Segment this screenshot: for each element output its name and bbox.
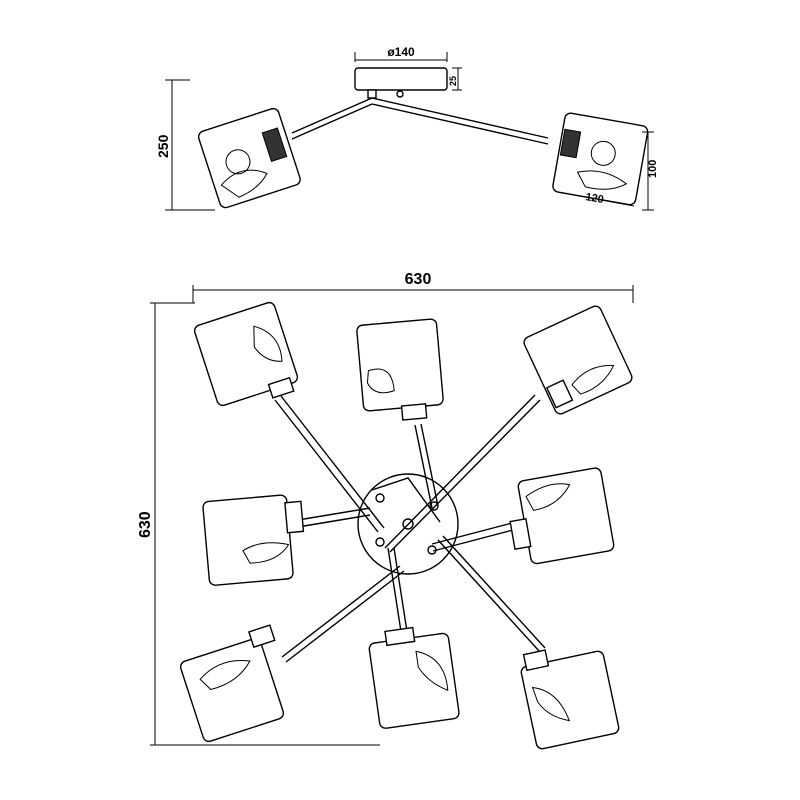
top-lamp-5 [509, 467, 615, 565]
top-view: 630 630 [137, 271, 634, 750]
canopy-height-label: 25 [448, 76, 458, 86]
side-lamp-left [197, 107, 301, 209]
top-lamp-1 [193, 301, 299, 407]
top-lamp-4 [202, 494, 305, 586]
canopy-diameter-label: ø140 [387, 45, 415, 59]
overall-height-label: 250 [155, 134, 171, 158]
top-arms [274, 394, 546, 663]
overall-depth-label: 630 [137, 511, 154, 538]
side-arm-right [371, 97, 549, 145]
overall-width-label: 630 [405, 271, 432, 288]
top-lamp-8 [520, 649, 620, 750]
top-lamp-7 [368, 626, 460, 729]
top-lamp-6 [179, 624, 285, 743]
side-lamp-right [552, 112, 649, 206]
top-lamp-3 [523, 305, 633, 415]
top-lamp-2 [356, 318, 444, 421]
shade-width-label: 120 [584, 191, 604, 206]
side-view: ø140 25 250 [155, 45, 659, 211]
shade-height-label: 100 [647, 160, 659, 178]
side-arm-left [291, 97, 373, 140]
canopy [354, 67, 448, 91]
